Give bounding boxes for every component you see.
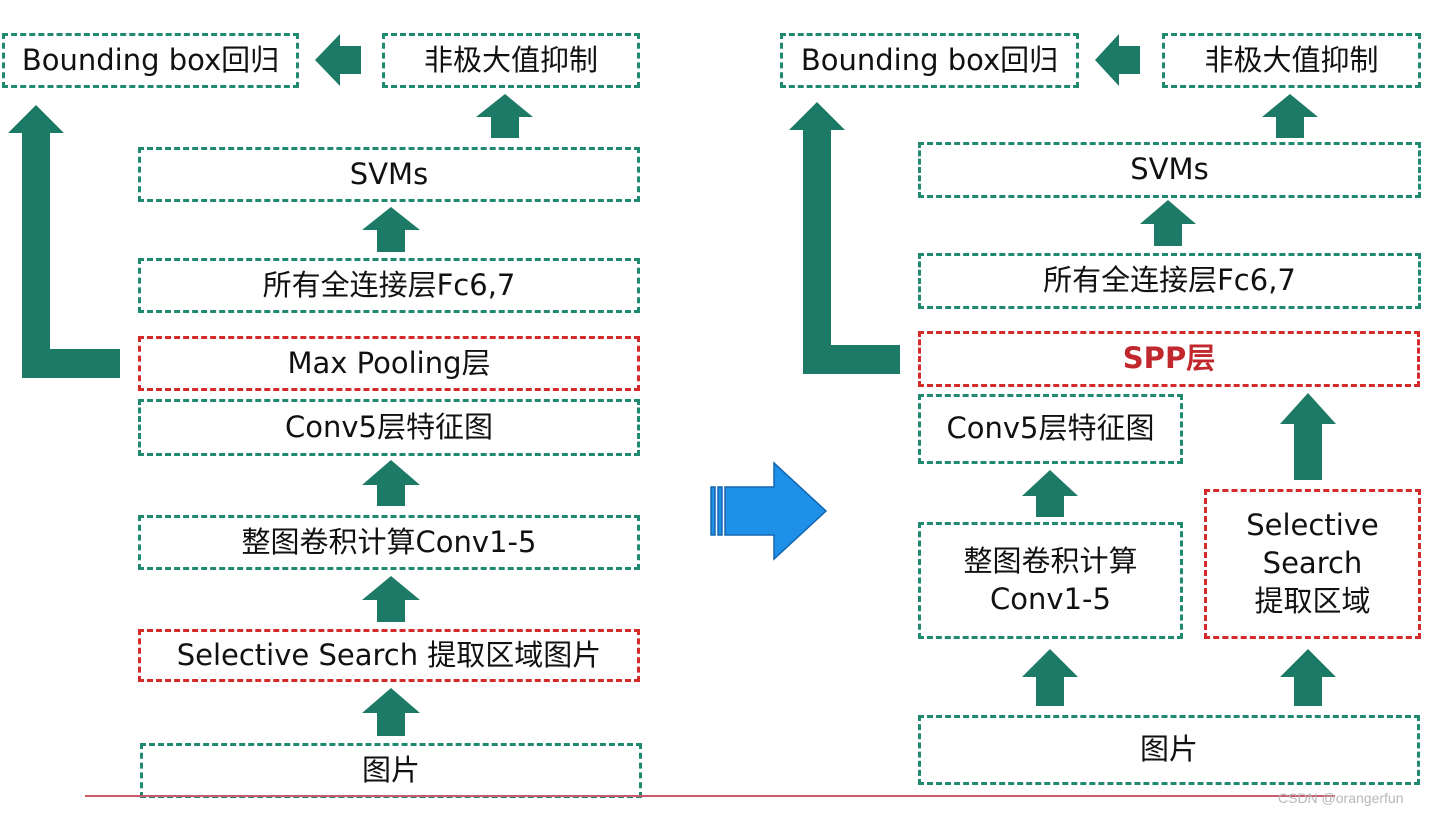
- right-selective-line3: 提取区域: [1254, 583, 1371, 618]
- left-fc-label: 所有全连接层Fc6,7: [262, 267, 516, 302]
- left-arrow-up-svms-to-nms: [476, 94, 533, 138]
- right-conv-full-line2: Conv1-5: [990, 581, 1111, 616]
- left-fc-box: 所有全连接层Fc6,7: [138, 258, 640, 313]
- left-bent-arrow: [8, 105, 120, 378]
- left-conv5-box: Conv5层特征图: [138, 399, 640, 456]
- left-conv-full-box: 整图卷积计算Conv1-5: [138, 515, 640, 570]
- bottom-divider-line: [85, 795, 1335, 797]
- left-arrow-up-image-to-ss: [362, 688, 420, 736]
- left-max-pooling-label: Max Pooling层: [287, 345, 491, 380]
- left-conv5-label: Conv5层特征图: [285, 409, 493, 444]
- right-fc-box: 所有全连接层Fc6,7: [918, 253, 1421, 309]
- left-nms-label: 非极大值抑制: [423, 42, 598, 77]
- right-arrow-up-conv-to-conv5: [1022, 470, 1078, 517]
- left-max-pooling-box: Max Pooling层: [138, 336, 640, 391]
- right-conv5-label: Conv5层特征图: [946, 411, 1155, 446]
- right-arrow-up-image-to-conv: [1022, 649, 1078, 706]
- right-image-label: 图片: [1139, 732, 1198, 767]
- right-bent-arrow: [789, 102, 900, 374]
- right-bbox-regression-label: Bounding box回归: [800, 42, 1059, 77]
- right-selective-search-box: Selective Search 提取区域: [1204, 489, 1421, 639]
- right-nms-label: 非极大值抑制: [1204, 42, 1379, 77]
- right-conv-full-box: 整图卷积计算 Conv1-5: [918, 522, 1183, 639]
- right-conv-full-line1: 整图卷积计算: [963, 543, 1138, 578]
- right-selective-line1: Selective: [1246, 508, 1379, 543]
- right-arrow-up-image-to-ss: [1280, 649, 1336, 706]
- right-bbox-regression-box: Bounding box回归: [780, 33, 1079, 88]
- transition-arrow: [710, 461, 828, 561]
- right-arrow-up-svms-to-nms: [1262, 94, 1318, 138]
- left-conv-full-label: 整图卷积计算Conv1-5: [241, 524, 537, 559]
- left-nms-box: 非极大值抑制: [382, 33, 640, 88]
- watermark: CSDN @orangerfun: [1278, 790, 1404, 806]
- right-selective-line2: Search: [1262, 546, 1363, 581]
- right-arrow-up-ss-to-spp: [1280, 393, 1336, 480]
- right-nms-box: 非极大值抑制: [1162, 33, 1421, 88]
- left-image-box: 图片: [140, 743, 642, 798]
- right-image-box: 图片: [918, 715, 1420, 785]
- left-selective-search-box: Selective Search 提取区域图片: [138, 629, 640, 682]
- left-svms-box: SVMs: [138, 147, 640, 202]
- right-spp-label: SPP层: [1122, 341, 1216, 376]
- left-image-label: 图片: [361, 752, 420, 787]
- right-arrow-up-fc-to-svms: [1140, 200, 1196, 246]
- right-svms-label: SVMs: [1130, 152, 1209, 187]
- left-arrow-up-conv-to-conv5: [362, 460, 420, 506]
- right-fc-label: 所有全连接层Fc6,7: [1043, 263, 1296, 298]
- left-bbox-regression-label: Bounding box回归: [21, 42, 280, 77]
- left-arrow-up-fc-to-svms: [362, 207, 420, 252]
- right-svms-box: SVMs: [918, 142, 1421, 198]
- right-arrow-left-nms-to-bbox: [1095, 34, 1140, 86]
- right-spp-box: SPP层: [918, 331, 1420, 387]
- left-svms-label: SVMs: [349, 156, 429, 191]
- left-bbox-regression-box: Bounding box回归: [2, 33, 299, 88]
- left-arrow-left-nms-to-bbox: [315, 34, 361, 86]
- left-arrow-up-ss-to-conv: [362, 576, 420, 622]
- right-conv5-box: Conv5层特征图: [918, 394, 1183, 464]
- left-selective-search-label: Selective Search 提取区域图片: [176, 637, 602, 672]
